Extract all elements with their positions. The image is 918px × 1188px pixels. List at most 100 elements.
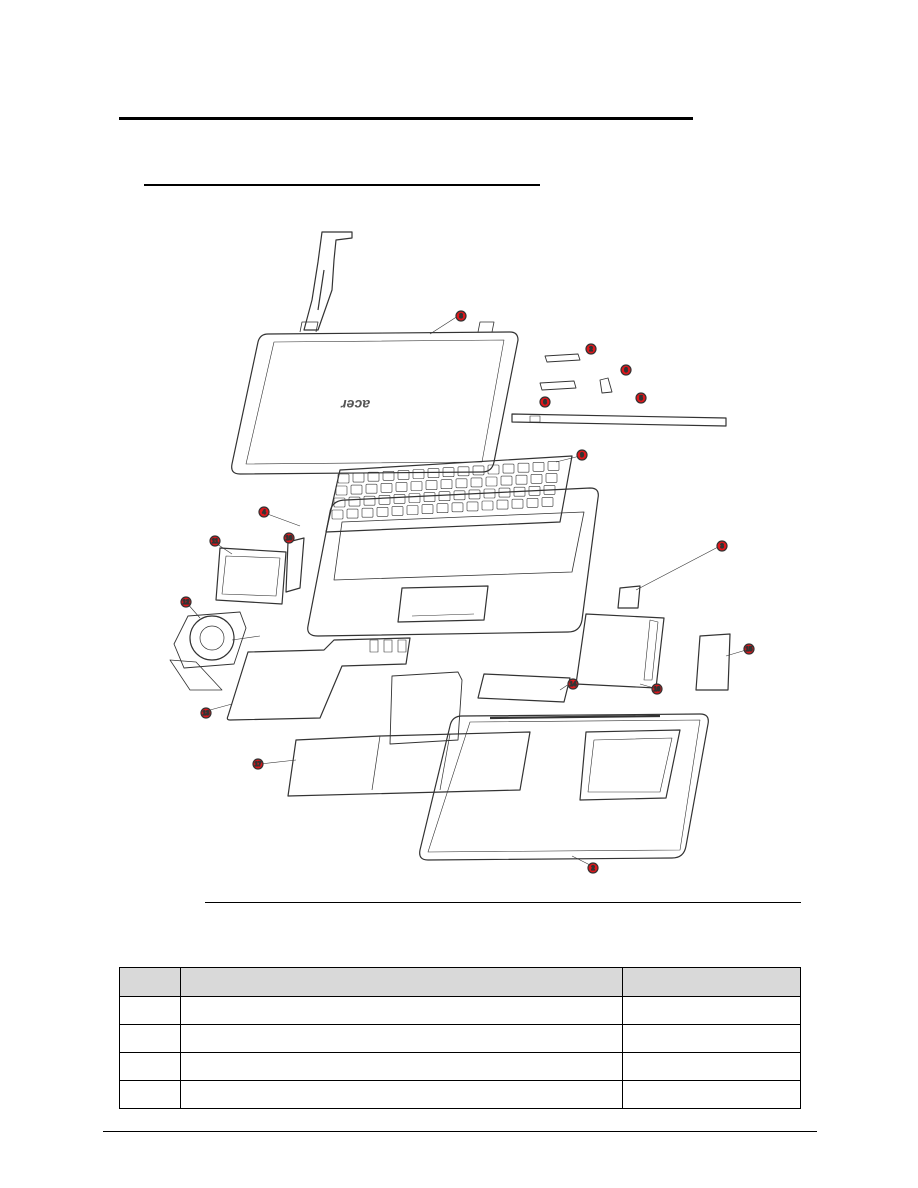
keyboard-key: [487, 464, 500, 475]
hinge-bracket: [303, 231, 353, 331]
small-brackets: [539, 353, 613, 394]
speaker-module: [285, 537, 305, 593]
keyboard-key: [481, 500, 494, 511]
keyboard-key: [453, 490, 466, 501]
keyboard-key: [541, 497, 554, 507]
keyboard-key: [442, 467, 455, 478]
cell: [622, 996, 801, 1025]
callout-4: 4: [258, 506, 270, 518]
keyboard-key: [335, 485, 348, 496]
mainboard: [226, 637, 411, 721]
svg-text:3: 3: [720, 544, 724, 550]
keyboard-key: [500, 475, 513, 486]
palmrest-top-case: [307, 487, 599, 637]
keyboard-key: [331, 509, 344, 520]
keyboard-key: [393, 494, 406, 504]
keyboard-key: [466, 501, 479, 512]
parts-table: [119, 967, 801, 1109]
battery-pack: [287, 671, 531, 797]
figure-caption-rule: [205, 902, 801, 903]
keyboard-key: [425, 480, 438, 490]
svg-text:6: 6: [624, 368, 628, 374]
keyboard-key: [410, 481, 423, 491]
section-title-rule: [119, 117, 693, 120]
svg-text:11: 11: [212, 539, 219, 545]
callout-10-a: 10: [283, 532, 295, 544]
cell: [119, 1052, 181, 1081]
callout-17: 17: [252, 758, 264, 770]
table-row: [119, 1052, 801, 1081]
keyboard-key: [367, 471, 380, 482]
memory-module: [477, 673, 571, 703]
cell: [622, 1080, 801, 1109]
keyboard-key: [378, 494, 391, 505]
cell: [622, 1052, 801, 1081]
cell: [180, 996, 623, 1025]
callout-6-b: 6: [539, 396, 551, 408]
keyboard-key: [526, 497, 539, 508]
cell: [119, 1080, 181, 1109]
cell: [180, 1080, 623, 1109]
keyboard-key: [517, 462, 530, 473]
lan-card: [617, 585, 641, 609]
keyboard-key: [380, 482, 393, 493]
header-part-number: [622, 967, 801, 997]
keyboard-key: [406, 505, 419, 515]
svg-text:15: 15: [746, 647, 753, 653]
keyboard-key: [470, 477, 483, 488]
keyboard-key: [438, 491, 451, 502]
table-header-row: [119, 967, 801, 997]
keyboard-key: [530, 473, 543, 484]
callout-6-a: 6: [620, 364, 632, 376]
callout-3: 3: [716, 540, 728, 552]
keyboard-key: [502, 463, 515, 474]
table-row: [119, 1080, 801, 1109]
odd-module: [575, 613, 665, 689]
acer-logo: acer: [340, 397, 370, 413]
callout-10-b: 10: [651, 683, 663, 695]
keyboard-key: [395, 482, 408, 492]
svg-text:2: 2: [589, 347, 593, 353]
keyboard-key: [496, 499, 509, 510]
keyboard-key: [348, 496, 361, 507]
keyboard-key: [423, 492, 436, 502]
keyboard-key: [547, 461, 560, 471]
keyboard-key: [346, 508, 359, 519]
keyboard-key: [421, 504, 434, 514]
keyboard-key: [376, 506, 389, 517]
svg-text:10: 10: [286, 536, 293, 542]
svg-text:5: 5: [639, 396, 643, 402]
lcd-back-cover: acer: [231, 321, 519, 475]
card-reader-board: [695, 633, 731, 691]
callout-12: 12: [180, 596, 192, 608]
keyboard-key: [451, 502, 464, 513]
svg-text:10: 10: [654, 687, 661, 693]
callout-15: 15: [743, 643, 755, 655]
callout-5: 5: [635, 392, 647, 404]
bottom-base-cover: [419, 713, 709, 861]
cell: [622, 1024, 801, 1053]
callout-11: 11: [209, 535, 221, 547]
keyboard-key: [427, 468, 440, 478]
keyboard-key: [397, 470, 410, 480]
keyboard-key: [485, 476, 498, 487]
svg-text:14: 14: [570, 682, 577, 688]
keyboard-key: [532, 461, 545, 472]
svg-text:9: 9: [580, 453, 584, 459]
callout-14: 14: [567, 678, 579, 690]
svg-text:2: 2: [591, 866, 595, 872]
keyboard-key: [515, 474, 528, 485]
exploded-view-diagram: acer: [169, 231, 755, 874]
lcd-bezel-strip: [511, 413, 727, 427]
table-row: [119, 1024, 801, 1053]
cell: [119, 1024, 181, 1053]
keyboard-key: [363, 495, 376, 506]
keyboard-key: [352, 472, 365, 483]
keyboard-key: [365, 483, 378, 494]
callout-13: 13: [200, 707, 212, 719]
keyboard-key: [472, 465, 485, 476]
svg-text:13: 13: [203, 711, 210, 717]
svg-text:8: 8: [459, 314, 463, 320]
footer-rule: [103, 1131, 817, 1132]
keyboard-key: [333, 497, 346, 508]
